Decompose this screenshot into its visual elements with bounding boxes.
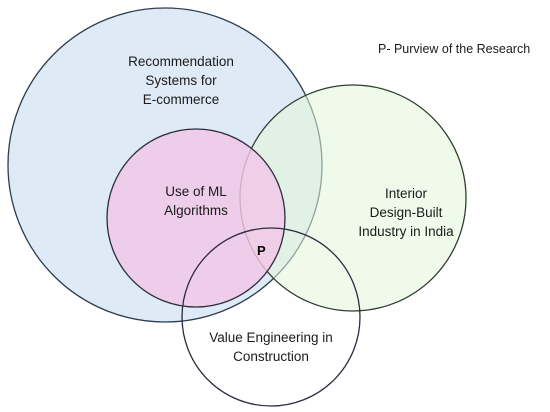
legend-text: P- Purview of the Research bbox=[378, 42, 531, 56]
ml-label-line2: Algorithms bbox=[164, 203, 228, 218]
value-engineering-circle bbox=[181, 227, 361, 407]
interior-label: Interior Design-Built Industry in India bbox=[336, 184, 476, 241]
recommendation-label-line3: E-commerce bbox=[142, 92, 220, 107]
purview-marker: P bbox=[257, 243, 266, 258]
interior-label-line1: Interior bbox=[384, 186, 428, 201]
ml-circle bbox=[106, 128, 286, 308]
interior-label-line3: Industry in India bbox=[358, 224, 454, 239]
recommendation-label: Recommendation Systems for E-commerce bbox=[96, 52, 266, 109]
recommendation-label-line2: Systems for bbox=[145, 73, 217, 88]
value-engineering-label-line1: Value Engineering in bbox=[209, 330, 333, 345]
ml-label: Use of ML Algorithms bbox=[131, 182, 261, 220]
value-engineering-label-line2: Construction bbox=[233, 349, 309, 364]
value-engineering-label: Value Engineering in Construction bbox=[196, 328, 346, 366]
recommendation-label-line1: Recommendation bbox=[128, 54, 234, 69]
interior-label-line2: Design-Built bbox=[369, 205, 443, 220]
ml-label-line1: Use of ML bbox=[165, 184, 227, 199]
